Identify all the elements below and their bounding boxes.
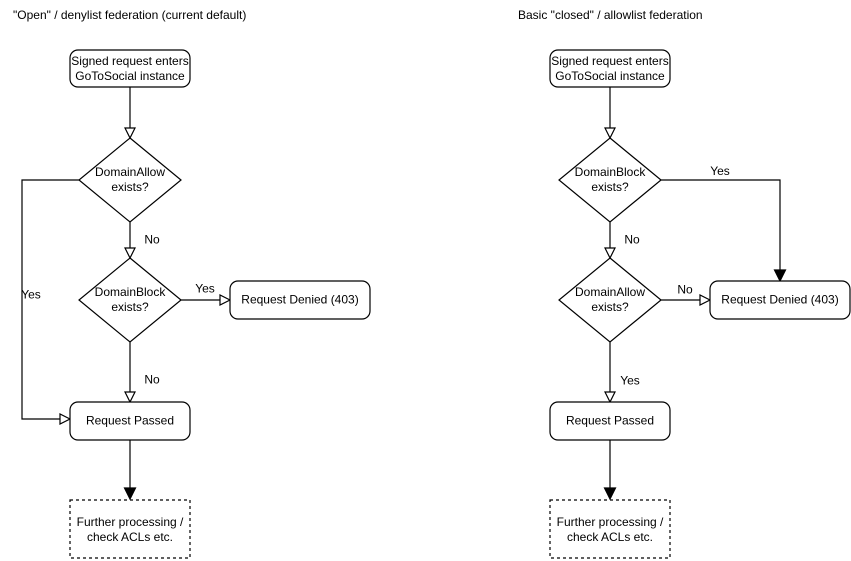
left-decision2-label-line1: DomainBlock [94,285,166,299]
left-open-arrowhead-icon [219,294,232,306]
right-decision1-label-line1: DomainBlock [574,165,646,179]
right-denied-label: Request Denied (403) [721,292,839,307]
left-start-label-line2: GoToSocial instance [75,69,185,83]
right-open-arrowhead-icon [604,247,616,260]
left-decision1-label-line2: exists? [111,180,149,194]
left-start-label-line1: Signed request enters [71,54,189,68]
left-denied-node [229,280,371,320]
left-decision1-label-line1: DomainAllow [94,165,166,179]
right-flowchart [549,49,851,559]
left-decision1-label: DomainAllow exists? [95,165,165,195]
left-solid-arrowhead-icon [123,487,137,501]
left-decision2-label: DomainBlock exists? [95,285,166,315]
right-decision1-label: DomainBlock exists? [575,165,646,195]
right-further-label: Further processing / check ACLs etc. [557,515,664,545]
right-further-label-line1: Further processing / [556,515,664,529]
left-open-arrowhead-icon [124,127,136,140]
left-decision2-no-label: No [144,372,160,387]
left-decision2-yes-label: Yes [195,281,215,296]
left-passed-label: Request Passed [85,413,175,428]
right-open-arrowhead-icon [699,294,712,306]
right-decision2-label-line2: exists? [591,300,629,314]
right-diagram-title: Basic "closed" / allowlist federation [518,8,703,22]
right-decision2-no-label: No [677,282,693,297]
left-further-label-line2: check ACLs etc. [86,530,174,544]
left-decision1-yes-label: Yes [21,287,41,302]
left-further-label: Further processing / check ACLs etc. [77,515,184,545]
right-start-label: Signed request enters GoToSocial instanc… [551,54,668,84]
left-flowchart [21,49,371,559]
left-diagram-title: "Open" / denylist federation (current de… [13,8,247,22]
right-decision2-label-line1: DomainAllow [574,285,646,299]
left-start-label: Signed request enters GoToSocial instanc… [71,54,188,84]
right-further-label-line2: check ACLs etc. [566,530,654,544]
right-solid-arrowhead-icon [773,269,787,283]
right-passed-label: Request Passed [565,413,655,428]
right-decision2-yes-label: Yes [620,373,640,388]
left-further-label-line1: Further processing / [76,515,184,529]
left-open-arrowhead-icon [124,391,136,404]
right-decision1-no-label: No [624,232,640,247]
left-connector-decision1-passed [21,179,79,420]
right-connector-decision1-denied [661,179,781,270]
right-decision2-label: DomainAllow exists? [575,285,645,315]
left-decision2-label-line2: exists? [111,300,149,314]
right-open-arrowhead-icon [604,391,616,404]
right-decision1-yes-label: Yes [710,164,730,178]
right-open-arrowhead-icon [604,127,616,140]
left-open-arrowhead-icon [59,413,72,425]
left-further-node [69,499,191,559]
left-decision1-no-label: No [144,232,160,247]
right-start-label-line1: Signed request enters [551,54,669,68]
right-denied-node [709,280,851,320]
left-denied-label: Request Denied (403) [241,292,359,307]
left-open-arrowhead-icon [124,247,136,260]
right-solid-arrowhead-icon [603,487,617,501]
right-further-node [549,499,671,559]
right-start-label-line2: GoToSocial instance [555,69,665,83]
right-decision1-label-line2: exists? [591,180,629,194]
